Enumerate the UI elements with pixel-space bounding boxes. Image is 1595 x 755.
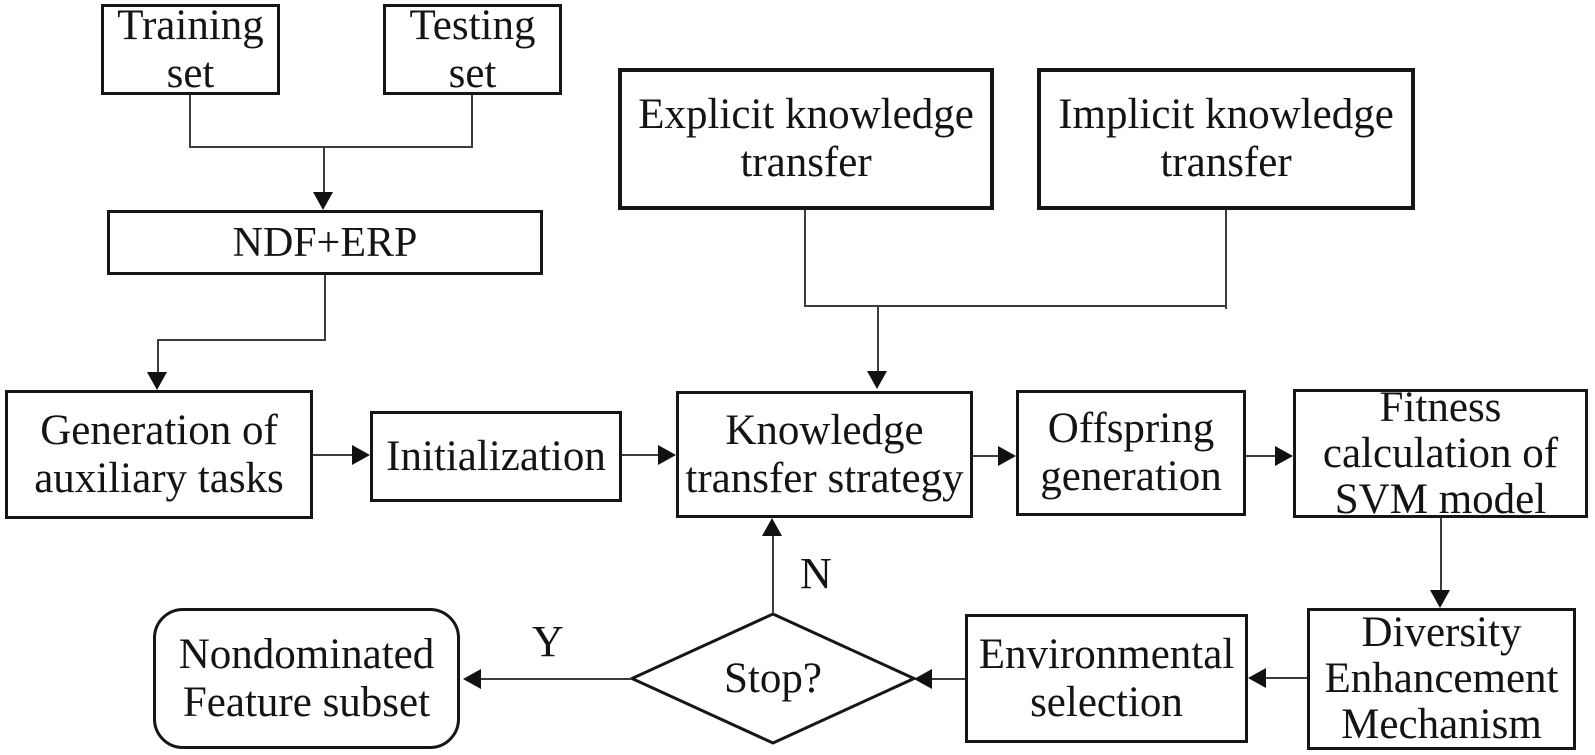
node-explicit-knowledge-transfer: Explicit knowledge transfer [618,68,994,210]
node-initialization: Initialization [370,411,622,502]
edge-stop-to-nondominated-line [481,678,632,680]
diamond-shape [628,612,918,745]
edge-stop-to-knowledge-line [772,536,774,614]
edge-generation-to-initialization-arrowhead [352,445,370,465]
edge-initialization-to-knowledge-line [622,454,658,456]
edge-diversity-to-environmental-arrowhead [1248,668,1266,688]
edge-offspring-to-fitness-line [1246,455,1275,457]
node-testing-set: Testing set [383,2,562,97]
edge-generation-to-initialization-line [313,454,352,456]
node-implicit-knowledge-transfer: Implicit knowledge transfer [1037,68,1415,210]
edge-offspring-to-fitness-arrowhead [1275,446,1293,466]
edge-join-to-ndf-arrowhead [313,192,333,210]
edge-knowledge-to-offspring-arrowhead [998,446,1016,466]
branch-label-no: N [800,549,832,598]
stop-label: Stop? [724,654,822,702]
edge-stop-to-nondominated-arrowhead [463,669,481,689]
edge-ndf-to-generation-arrowhead [147,372,167,390]
node-knowledge-transfer-strategy: Knowledge transfer strategy [676,391,973,518]
edge-ndf-to-generation-line [157,339,159,372]
branch-label-yes: Y [532,617,564,666]
node-diversity-enhancement-mechanism: Diversity Enhancement Mechanism [1307,608,1576,750]
edge-ndf-down-line [324,275,326,339]
edge-initialization-to-knowledge-arrowhead [658,445,676,465]
edge-diversity-to-environmental-line [1266,677,1307,679]
edge-stop-to-knowledge-arrowhead [762,518,782,536]
edge-testing-to-join-line [471,95,473,146]
edge-explicit-down-line [804,210,806,305]
edge-fitness-to-diversity-arrowhead [1430,590,1450,608]
edge-kt-horizontal-line [804,305,1227,307]
node-fitness-calculation-svm: Fitness calculation of SVM model [1293,384,1588,522]
edge-join-horizontal-line [189,146,473,148]
node-environmental-selection: Environmental selection [965,614,1248,743]
node-training-set: Training set [101,2,280,97]
node-stop-decision: Stop? [628,610,918,747]
node-nondominated-feature-subset: Nondominated Feature subset [153,608,460,749]
edge-training-to-join-line [189,95,191,146]
edge-join-to-ndf-line [323,146,325,192]
edge-ndf-horizontal-line [158,339,326,341]
edge-kt-to-knowledge-line [877,305,879,371]
edge-environmental-to-stop-arrowhead [914,669,932,689]
node-ndf-erp: NDF+ERP [107,210,543,275]
edge-fitness-to-diversity-line [1440,518,1442,590]
node-generation-of-auxiliary-tasks: Generation of auxiliary tasks [5,390,313,519]
edge-implicit-down-line [1225,210,1227,309]
node-offspring-generation: Offspring generation [1016,390,1246,516]
edge-environmental-to-stop-line [932,678,965,680]
edge-knowledge-to-offspring-line [973,455,998,457]
edge-kt-to-knowledge-arrowhead [867,371,887,389]
